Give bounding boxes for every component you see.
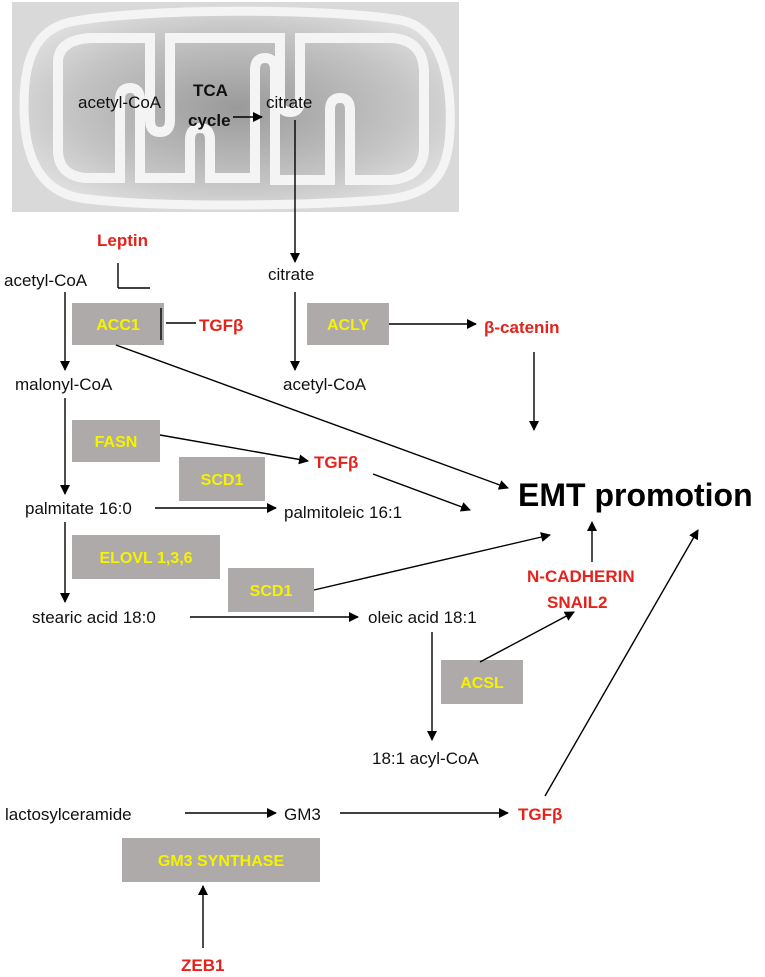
metabolite-malonyl-coa: malonyl-CoA	[15, 375, 113, 394]
metabolite-gm3: GM3	[284, 805, 321, 824]
enzyme-elovl: ELOVL 1,3,6	[72, 535, 220, 579]
arrow-tgfb-to-emt	[372, 473, 471, 512]
enzyme-fasn: FASN	[72, 420, 160, 462]
tca-label-line2: cycle	[188, 111, 231, 130]
metabolite-palmitate: palmitate 16:0	[25, 499, 132, 518]
enzyme-elovl-box	[72, 535, 220, 579]
metabolite-stearic-acid: stearic acid 18:0	[32, 608, 156, 627]
tca-label-line1: TCA	[193, 81, 228, 100]
arrow-acsl-to-n-cadherin	[479, 611, 575, 663]
enzyme-scd1-second: SCD1	[228, 568, 314, 612]
regulator-beta-catenin: β-catenin	[484, 318, 560, 337]
enzyme-scd1-first-label: SCD1	[201, 472, 244, 489]
enzyme-scd1-first-box	[179, 457, 265, 501]
mito-acetyl-coa: acetyl-CoA	[78, 93, 162, 112]
metabolite-palmitoleic: palmitoleic 16:1	[284, 503, 402, 522]
mitochondrion: acetyl-CoA TCA cycle citrate	[12, 2, 459, 212]
regulator-n-cadherin: N-CADHERIN	[527, 567, 635, 586]
regulator-tgfb-fasn: TGFβ	[314, 453, 358, 472]
arrow-tgfb-gm3-to-emt	[544, 529, 699, 797]
enzyme-gm3-synthase-box	[122, 838, 320, 882]
metabolite-oleic-acid: oleic acid 18:1	[368, 608, 477, 627]
regulator-zeb1: ZEB1	[181, 956, 224, 975]
arrow-scd1-to-emt	[313, 532, 551, 591]
mitochondrion-cristae	[53, 33, 429, 185]
enzyme-gm3-synthase-label: GM3 SYNTHASE	[158, 853, 285, 870]
enzyme-acly-box	[307, 303, 389, 345]
regulator-tgfb-acc1: TGFβ	[199, 316, 243, 335]
enzyme-scd1-second-box	[228, 568, 314, 612]
enzyme-acly-label: ACLY	[327, 317, 369, 334]
pathway-edges	[60, 112, 699, 948]
enzyme-scd1-second-label: SCD1	[250, 583, 293, 600]
metabolite-lactosylceramide: lactosylceramide	[5, 805, 132, 824]
enzyme-acsl: ACSL	[441, 660, 523, 704]
enzyme-acsl-box	[441, 660, 523, 704]
enzyme-elovl-label: ELOVL 1,3,6	[99, 550, 192, 567]
metabolite-citrate: citrate	[268, 265, 314, 284]
enzyme-acsl-label: ACSL	[460, 675, 504, 692]
metabolite-acyl-coa: 18:1 acyl-CoA	[372, 749, 479, 768]
arrow-fasn-to-tgfb	[159, 434, 309, 465]
enzyme-acc1-box	[72, 303, 164, 345]
mito-citrate: citrate	[266, 93, 312, 112]
enzyme-fasn-label: FASN	[95, 434, 138, 451]
enzyme-acc1-label: ACC1	[96, 317, 140, 334]
enzyme-scd1-first: SCD1	[179, 457, 265, 501]
metabolite-acetyl-coa-cytosolic: acetyl-CoA	[283, 375, 367, 394]
emt-promotion-label: EMT promotion	[518, 477, 753, 513]
arrow-acc1-to-emt	[115, 344, 509, 490]
metabolite-acetyl-coa: acetyl-CoA	[4, 271, 88, 290]
enzyme-fasn-box	[72, 420, 160, 462]
regulator-leptin: Leptin	[97, 231, 148, 250]
enzyme-acly: ACLY	[307, 303, 389, 345]
enzyme-acc1: ACC1	[72, 303, 164, 345]
regulator-tgfb-gm3: TGFβ	[518, 805, 562, 824]
mitochondrion-outer-membrane	[19, 6, 455, 210]
regulator-snail2: SNAIL2	[547, 593, 607, 612]
enzyme-gm3-synthase: GM3 SYNTHASE	[122, 838, 320, 882]
